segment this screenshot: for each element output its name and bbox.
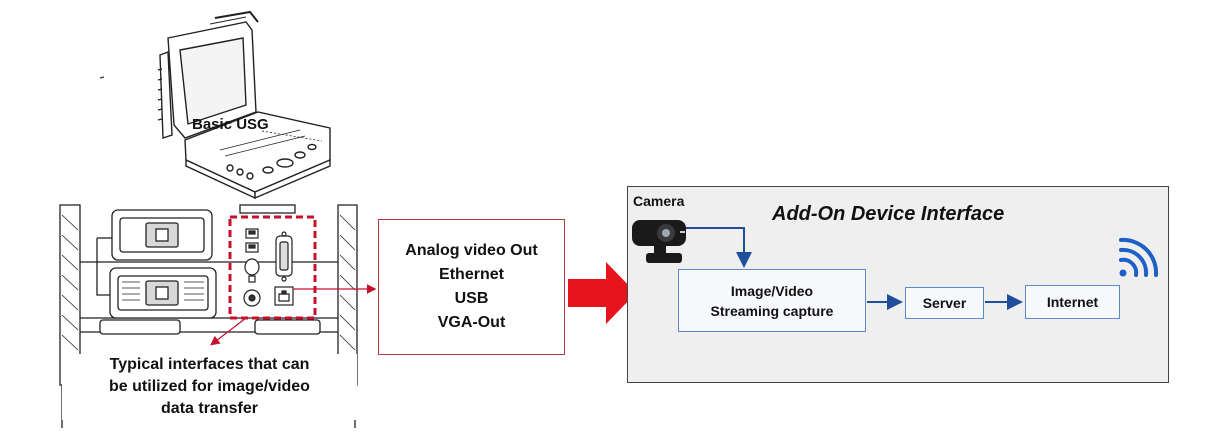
internet-label: Internet <box>1046 294 1099 310</box>
capture-line: Image/Video <box>730 282 814 299</box>
interface-item: Ethernet <box>439 266 504 283</box>
interface-item: VGA-Out <box>437 314 506 331</box>
caption-line: be utilized for image/video <box>109 378 310 395</box>
capture-line: Streaming capture <box>710 302 834 319</box>
interface-item: USB <box>454 290 489 307</box>
streaming-capture-box: Image/Video Streaming capture <box>678 269 866 332</box>
interface-highlight-box <box>228 215 317 320</box>
addon-title: Add-On Device Interface <box>772 203 1005 225</box>
device-label: Basic USG <box>192 116 269 133</box>
ultrasound-machine-icon <box>157 10 331 200</box>
stray-mark <box>99 76 105 79</box>
camera-label: Camera <box>633 193 685 209</box>
port-group <box>243 228 294 307</box>
caption-line: data transfer <box>161 400 258 417</box>
interfaces-caption: Typical interfaces that can be utilized … <box>62 354 357 420</box>
server-box: Server <box>905 287 984 319</box>
big-red-arrow <box>568 262 636 324</box>
internet-box: Internet <box>1025 285 1120 319</box>
server-label: Server <box>922 295 967 311</box>
caption-line: Typical interfaces that can <box>109 356 310 373</box>
arrow-to-caption <box>210 317 247 346</box>
interface-item: Analog video Out <box>405 242 538 259</box>
interfaces-list-box: Analog video Out Ethernet USB VGA-Out <box>378 219 565 355</box>
